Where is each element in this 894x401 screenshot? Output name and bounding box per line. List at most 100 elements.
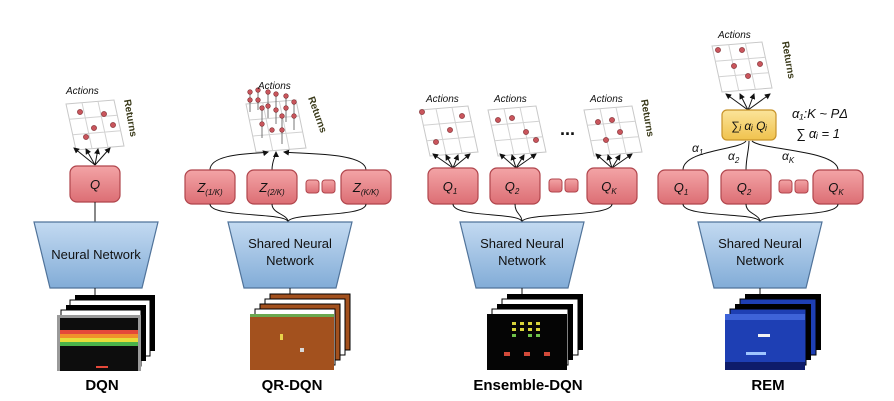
- svg-text:αK: αK: [782, 149, 795, 165]
- dqn-neural-network: [33, 221, 159, 289]
- rem-game-frames: [725, 294, 821, 370]
- dqn-actions-label: Actions: [65, 86, 99, 97]
- qrdqn-actions-label: Actions: [257, 81, 291, 92]
- ensemble-collapsed-head: [564, 178, 579, 193]
- rem-column: Actions Returns ∑ᵢ αᵢ Qᵢ α₁:K ~ PΔ ∑ αᵢ …: [657, 30, 864, 394]
- ensemble-heads: Q1 Q2 QK: [427, 167, 638, 205]
- dqn-column: Actions Returns Q Neural Network: [33, 86, 159, 394]
- rem-collapsed-head: [794, 179, 809, 194]
- qrdqn-collapsed-head: [321, 179, 336, 194]
- rem-weight-curves: [682, 140, 839, 171]
- svg-text:Z(K/K): Z(K/K): [352, 180, 380, 197]
- rem-returns-grid: [711, 41, 773, 93]
- ensemble-head-2: [489, 167, 541, 205]
- svg-text:Q1: Q1: [443, 179, 458, 196]
- qrdqn-quantile-grid: [245, 87, 307, 153]
- ensemble-title: Ensemble-DQN: [473, 377, 582, 394]
- svg-text:Z(2/K): Z(2/K): [258, 180, 285, 197]
- ensemble-head-1-sub: 1: [453, 187, 457, 196]
- qrdqn-head-k: [340, 169, 392, 205]
- qrdqn-head-1: [184, 169, 236, 205]
- rem-collapsed-head: [778, 179, 793, 194]
- svg-text:QK: QK: [828, 180, 844, 197]
- svg-text:α1: α1: [692, 141, 703, 157]
- dqn-network-label: Neural Network: [51, 247, 141, 262]
- ensemble-shared-connectors: [452, 203, 613, 223]
- ensemble-shared-network: [459, 221, 585, 289]
- ensemble-collapsed-head: [548, 178, 563, 193]
- rem-weight-2-sub: 2: [734, 156, 740, 165]
- ensemble-network-line2: Network: [498, 253, 546, 268]
- rem-title: REM: [751, 377, 784, 394]
- qrdqn-head-k-main: Z: [352, 180, 362, 195]
- rem-actions-label: Actions: [717, 30, 751, 41]
- dqn-q-head-label: Q: [90, 177, 100, 192]
- svg-text:α2: α2: [728, 149, 740, 165]
- ensemble-ellipsis: ...: [560, 119, 575, 139]
- ensemble-actions-label-2: Actions: [493, 94, 527, 105]
- ensemble-returns-label: Returns: [638, 99, 655, 139]
- dqn-title: DQN: [85, 377, 118, 394]
- rem-weight-1-sub: 1: [699, 148, 703, 157]
- qrdqn-returns-label: Returns: [305, 95, 328, 135]
- qrdqn-title: QR-DQN: [262, 377, 323, 394]
- rem-combination-label: ∑ᵢ αᵢ Qᵢ: [731, 119, 767, 133]
- ensemble-column: Actions Actions Actions ... Returns: [419, 94, 656, 394]
- svg-text:Q1: Q1: [674, 180, 689, 197]
- qrdqn-head-2: [246, 169, 298, 205]
- svg-text:Q2: Q2: [505, 179, 520, 196]
- ensemble-output-arrows: [432, 153, 633, 169]
- qrdqn-output-curves: [209, 149, 367, 171]
- rem-weight-k-sub: K: [789, 156, 795, 165]
- qrdqn-network-line2: Network: [266, 253, 314, 268]
- rem-returns-label: Returns: [779, 41, 796, 81]
- ensemble-game-frames: [487, 294, 583, 370]
- qrdqn-head-2-main: Z: [258, 180, 268, 195]
- dqn-returns-grid: [65, 99, 125, 151]
- ensemble-head-1-main: Q: [443, 179, 453, 194]
- rem-network-line2: Network: [736, 253, 784, 268]
- rem-head-k-main: Q: [828, 180, 838, 195]
- qrdqn-game-frames: [250, 293, 351, 370]
- ensemble-head-2-sub: 2: [514, 187, 520, 196]
- qrdqn-shared-network: [227, 221, 353, 289]
- svg-text:Q2: Q2: [737, 180, 752, 197]
- ensemble-head-k-main: Q: [601, 179, 611, 194]
- rem-network-line1: Shared Neural: [718, 236, 802, 251]
- ensemble-head-2-main: Q: [505, 179, 515, 194]
- dqn-output-arrows: [73, 147, 111, 166]
- qrdqn-head-1-main: Z: [196, 180, 206, 195]
- ensemble-grid-2: [487, 105, 547, 157]
- qrdqn-heads: Z(1/K) Z(2/K) Z(K/K): [184, 169, 392, 205]
- rem-weight-1-main: α: [692, 141, 700, 155]
- rem-combination-box: [721, 109, 777, 141]
- svg-text:Z(1/K): Z(1/K): [196, 180, 223, 197]
- dqn-returns-label: Returns: [121, 99, 138, 139]
- qrdqn-network-line1: Shared Neural: [248, 236, 332, 251]
- rem-combine-arrows: [725, 93, 771, 111]
- qrdqn-collapsed-head: [305, 179, 320, 194]
- svg-text:QK: QK: [601, 179, 617, 196]
- rem-head-2-main: Q: [737, 180, 747, 195]
- qrdqn-head-1-sub: (1/K): [205, 188, 223, 197]
- ensemble-actions-label-1: Actions: [425, 94, 459, 105]
- rem-alpha-constraint: ∑ αᵢ = 1: [796, 126, 840, 141]
- rem-head-1-main: Q: [674, 180, 684, 195]
- ensemble-head-k-sub: K: [611, 187, 617, 196]
- rem-shared-connectors: [682, 203, 839, 223]
- ensemble-network-line1: Shared Neural: [480, 236, 564, 251]
- rem-head-2-sub: 2: [746, 188, 752, 197]
- qrdqn-head-2-sub: (2/K): [267, 188, 285, 197]
- rem-head-k-sub: K: [838, 188, 844, 197]
- rem-alpha-distribution: α₁:K ~ PΔ: [792, 106, 848, 121]
- ensemble-grid-1: [419, 105, 479, 157]
- rem-shared-network: [697, 221, 823, 289]
- rem-weight-k-main: α: [782, 149, 790, 163]
- ensemble-head-k: [586, 167, 638, 205]
- rem-head-1-sub: 1: [684, 188, 688, 197]
- qrdqn-column: Actions Returns Z(1/K) Z(2/K) Z(K/K) Sha…: [184, 81, 392, 394]
- qrdqn-head-k-sub: (K/K): [361, 188, 380, 197]
- ensemble-actions-label-3: Actions: [589, 94, 623, 105]
